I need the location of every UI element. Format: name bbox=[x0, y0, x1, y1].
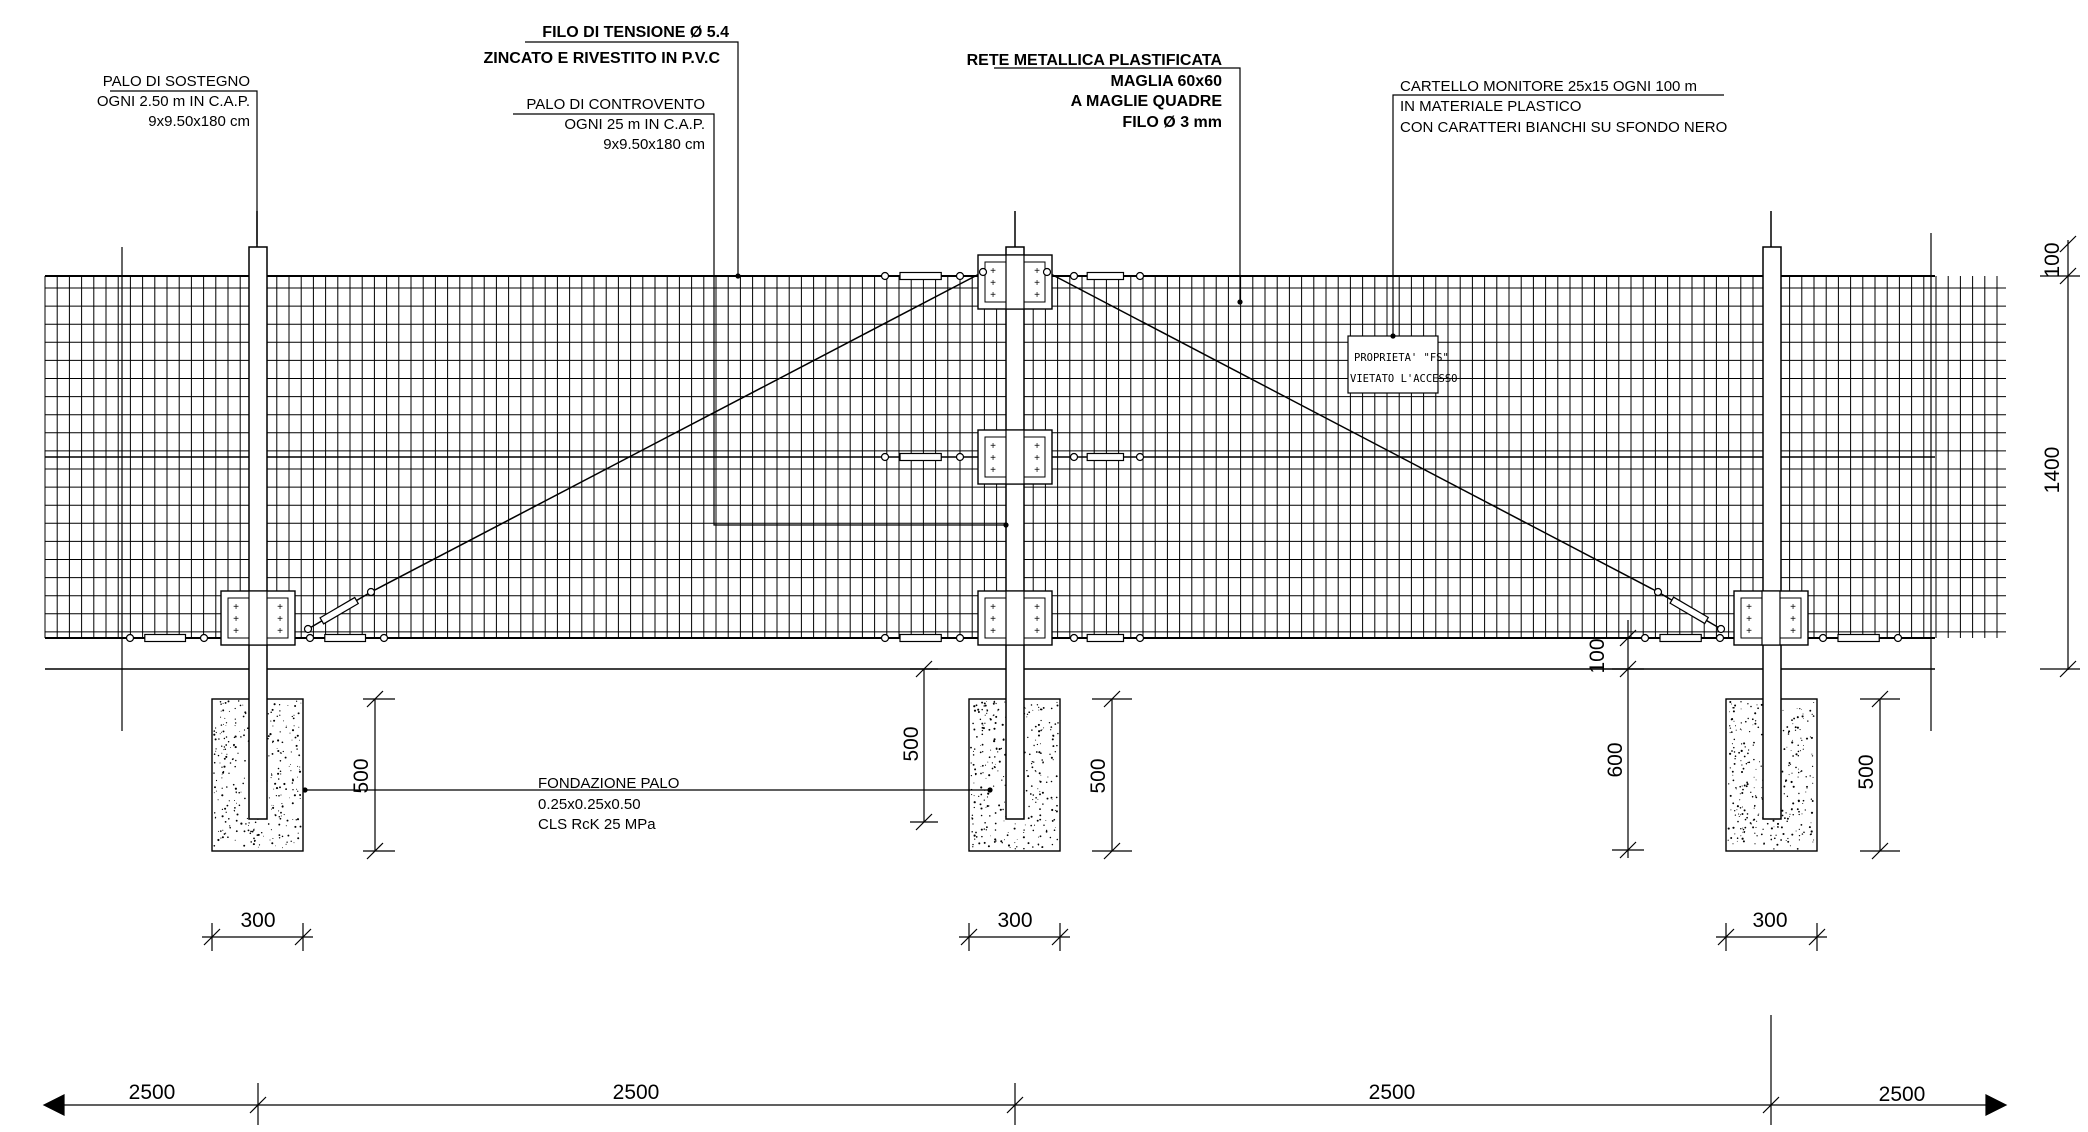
dim-gap-ground: 100 bbox=[1586, 638, 1609, 673]
turnbuckle-5 bbox=[880, 633, 965, 643]
clamp-plate-left-bottom: ++++++ bbox=[220, 590, 296, 646]
filo-tensione-line-1: FILO DI TENSIONE Ø 5.4 bbox=[542, 24, 729, 41]
turnbuckle-1 bbox=[880, 271, 965, 281]
dimension-labels: 100 1400 100 600 500 500 500 500 300 300… bbox=[129, 242, 2064, 1106]
svg-text:+: + bbox=[1034, 441, 1040, 452]
dim-spacing-1: 2500 bbox=[129, 1081, 176, 1104]
fondazione-line-2: 0.25x0.25x0.50 bbox=[538, 796, 641, 813]
annotation-fondazione: FONDAZIONE PALO 0.25x0.25x0.50 CLS RcK 2… bbox=[302, 775, 993, 833]
svg-text:+: + bbox=[1034, 602, 1040, 613]
clamp-plate-middle-center: ++++++ bbox=[977, 429, 1053, 485]
sign-line-2: VIETATO L'ACCESSO bbox=[1350, 373, 1457, 385]
svg-text:+: + bbox=[1034, 266, 1040, 277]
warning-sign: PROPRIETA' "FS" VIETATO L'ACCESSO bbox=[1347, 335, 1457, 394]
cartello-line-1: CARTELLO MONITORE 25x15 OGNI 100 m bbox=[1400, 78, 1697, 95]
dim-foundation-width-left: 300 bbox=[240, 909, 275, 932]
svg-text:+: + bbox=[990, 465, 996, 476]
svg-text:+: + bbox=[233, 614, 239, 625]
svg-text:+: + bbox=[1034, 465, 1040, 476]
brace-buckle-right bbox=[1653, 587, 1726, 634]
dim-height-top: 100 bbox=[2041, 242, 2064, 277]
dim-foundation-depth-mid-a: 500 bbox=[900, 726, 923, 761]
support-post-right bbox=[1762, 211, 1782, 820]
svg-text:+: + bbox=[990, 290, 996, 301]
dim-spacing-3: 2500 bbox=[1369, 1081, 1416, 1104]
dim-spacing-2: 2500 bbox=[613, 1081, 660, 1104]
svg-text:+: + bbox=[1034, 290, 1040, 301]
svg-text:+: + bbox=[233, 626, 239, 637]
svg-text:+: + bbox=[1034, 278, 1040, 289]
turnbuckle-8 bbox=[305, 633, 389, 643]
dim-foundation-depth-right: 500 bbox=[1855, 754, 1878, 789]
svg-text:+: + bbox=[990, 266, 996, 277]
turnbuckle-10 bbox=[1818, 633, 1903, 643]
rete-metallica-line-3: A MAGLIE QUADRE bbox=[1071, 93, 1223, 110]
turnbuckle-4 bbox=[1069, 452, 1145, 462]
turnbuckle-7 bbox=[125, 633, 209, 643]
rete-metallica-line-1: RETE METALLICA PLASTIFICATA bbox=[967, 52, 1223, 69]
svg-text:+: + bbox=[1034, 453, 1040, 464]
clamp-plate-middle-bottom: ++++++ bbox=[977, 590, 1053, 646]
fondazione-line-3: CLS RcK 25 MPa bbox=[538, 816, 656, 833]
dim-spacing-4: 2500 bbox=[1879, 1083, 1926, 1106]
svg-text:+: + bbox=[990, 602, 996, 613]
clamp-plate-middle-top: ++++++ bbox=[977, 254, 1053, 310]
svg-text:+: + bbox=[277, 602, 283, 613]
svg-text:+: + bbox=[990, 614, 996, 625]
svg-text:+: + bbox=[1746, 614, 1752, 625]
svg-text:+: + bbox=[1790, 614, 1796, 625]
svg-text:+: + bbox=[1790, 626, 1796, 637]
svg-text:+: + bbox=[990, 453, 996, 464]
svg-text:+: + bbox=[1746, 602, 1752, 613]
filo-tensione-line-2: ZINCATO E RIVESTITO IN P.V.C bbox=[484, 50, 721, 67]
palo-controvento-line-2: OGNI 25 m IN C.A.P. bbox=[564, 116, 705, 133]
palo-controvento-line-1: PALO DI CONTROVENTO bbox=[526, 96, 705, 113]
support-post-left bbox=[248, 211, 268, 820]
palo-sostegno-line-3: 9x9.50x180 cm bbox=[148, 113, 250, 130]
dim-foundation-width-mid: 300 bbox=[997, 909, 1032, 932]
svg-text:+: + bbox=[277, 626, 283, 637]
svg-text:+: + bbox=[277, 614, 283, 625]
dim-post-embed: 600 bbox=[1604, 742, 1627, 777]
cartello-line-2: IN MATERIALE PLASTICO bbox=[1400, 98, 1581, 115]
dim-foundation-width-right: 300 bbox=[1752, 909, 1787, 932]
svg-text:+: + bbox=[1034, 614, 1040, 625]
svg-text:+: + bbox=[233, 602, 239, 613]
turnbuckle-3 bbox=[880, 452, 965, 462]
rete-metallica-line-2: MAGLIA 60x60 bbox=[1111, 73, 1223, 90]
dim-height-mesh: 1400 bbox=[2041, 447, 2064, 494]
svg-text:+: + bbox=[990, 278, 996, 289]
svg-text:+: + bbox=[990, 626, 996, 637]
dim-foundation-depth-mid-b: 500 bbox=[1087, 758, 1110, 793]
annotation-palo-controvento: PALO DI CONTROVENTO OGNI 25 m IN C.A.P. … bbox=[513, 96, 1009, 528]
annotation-rete-metallica: RETE METALLICA PLASTIFICATA MAGLIA 60x60… bbox=[967, 52, 1243, 305]
annotation-palo-sostegno: PALO DI SOSTEGNO OGNI 2.50 m IN C.A.P. 9… bbox=[97, 73, 258, 244]
sign-line-1: PROPRIETA' "FS" bbox=[1354, 352, 1449, 364]
cartello-line-3: CON CARATTERI BIANCHI SU SFONDO NERO bbox=[1400, 119, 1727, 136]
svg-text:+: + bbox=[1790, 602, 1796, 613]
fondazione-line-1: FONDAZIONE PALO bbox=[538, 775, 679, 792]
turnbuckle-9 bbox=[1640, 633, 1725, 643]
turnbuckle-2 bbox=[1069, 271, 1145, 281]
annotation-cartello: CARTELLO MONITORE 25x15 OGNI 100 m IN MA… bbox=[1390, 78, 1727, 339]
clamp-plate-right-bottom: ++++++ bbox=[1733, 590, 1809, 646]
svg-text:+: + bbox=[1034, 626, 1040, 637]
palo-sostegno-line-2: OGNI 2.50 m IN C.A.P. bbox=[97, 93, 250, 110]
svg-text:+: + bbox=[1746, 626, 1752, 637]
brace-buckle-left bbox=[303, 587, 376, 634]
turnbuckle-6 bbox=[1069, 633, 1145, 643]
rete-metallica-line-4: FILO Ø 3 mm bbox=[1122, 114, 1222, 131]
brace-post-middle bbox=[1005, 211, 1025, 820]
palo-controvento-line-3: 9x9.50x180 cm bbox=[603, 136, 705, 153]
svg-text:+: + bbox=[990, 441, 996, 452]
palo-sostegno-line-1: PALO DI SOSTEGNO bbox=[103, 73, 250, 90]
annotation-filo-tensione: FILO DI TENSIONE Ø 5.4 ZINCATO E RIVESTI… bbox=[484, 24, 741, 279]
dim-foundation-depth-left: 500 bbox=[350, 758, 373, 793]
